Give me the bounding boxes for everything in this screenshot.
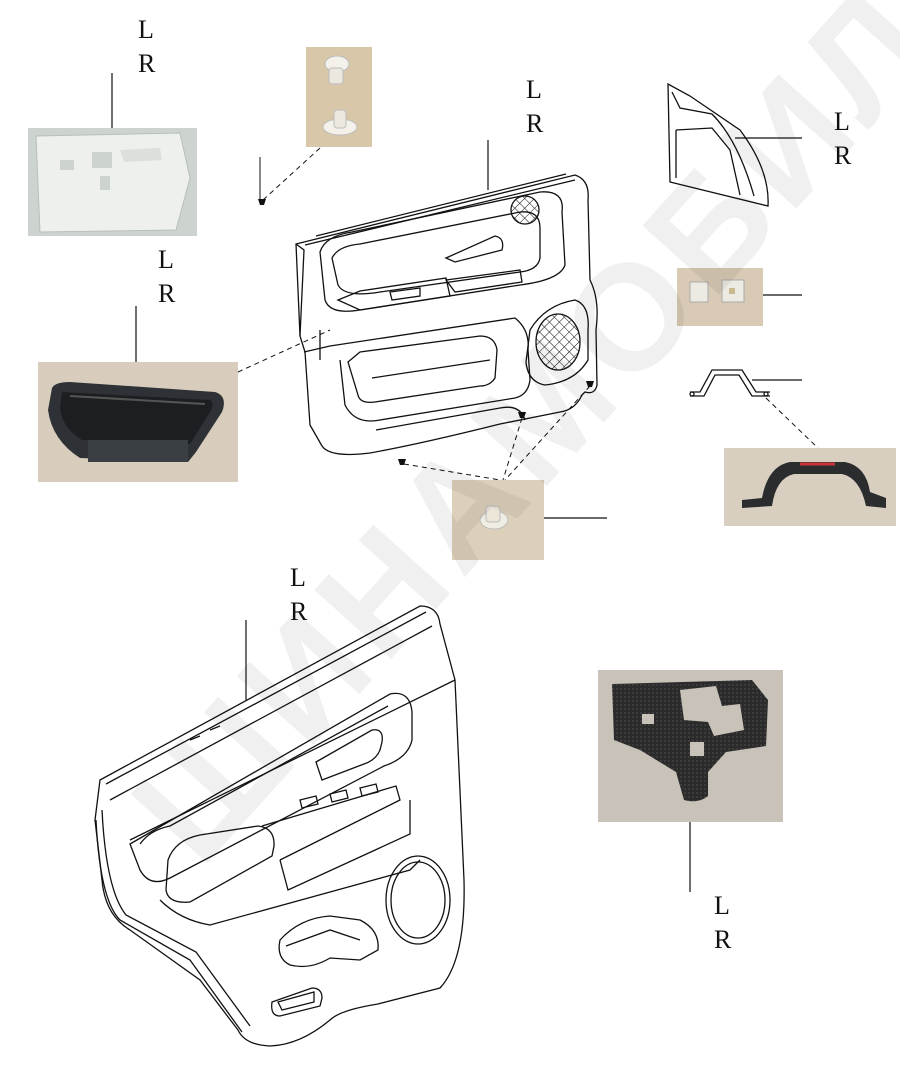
door-pocket-leader-dashed	[237, 329, 331, 373]
pull-handle-photo	[724, 448, 896, 526]
label-r: R	[834, 141, 852, 170]
front-speaker-surround	[525, 299, 589, 386]
label-l: L	[138, 15, 154, 44]
push-clip-leaders-dashed	[403, 385, 591, 481]
insulation-sheet-photo	[28, 128, 197, 236]
label-l: L	[834, 107, 850, 136]
rear-speaker-ring-outer	[385, 855, 451, 945]
front-tweeter-grille	[510, 195, 540, 225]
clip-leader-dashed	[262, 147, 321, 201]
retainer-nuts-photo	[677, 268, 763, 326]
label-l: L	[526, 75, 542, 104]
label-r: R	[138, 49, 156, 78]
panel-screws	[398, 381, 594, 465]
label-l: L	[714, 891, 730, 920]
tweeter-cover-drawing	[667, 82, 769, 207]
label-r: R	[714, 925, 732, 954]
door-pocket-photo	[38, 362, 238, 482]
front-door-panel-drawing	[295, 173, 598, 456]
handle-bracket-drawing	[689, 369, 770, 397]
rear-door-panel-drawing	[94, 605, 465, 1047]
label-r: R	[290, 597, 308, 626]
label-l: L	[158, 245, 174, 274]
label-r: R	[158, 279, 176, 308]
push-clip-photo	[452, 480, 544, 560]
rear-speaker-ring-inner	[390, 861, 446, 939]
clip-symbol	[258, 199, 266, 205]
label-l: L	[290, 563, 306, 592]
label-r: R	[526, 109, 544, 138]
handle-bracket-leader-dashed	[765, 397, 821, 451]
front-speaker-grille	[535, 313, 581, 371]
clips-photo	[306, 47, 372, 147]
sound-pad-photo	[598, 670, 783, 822]
